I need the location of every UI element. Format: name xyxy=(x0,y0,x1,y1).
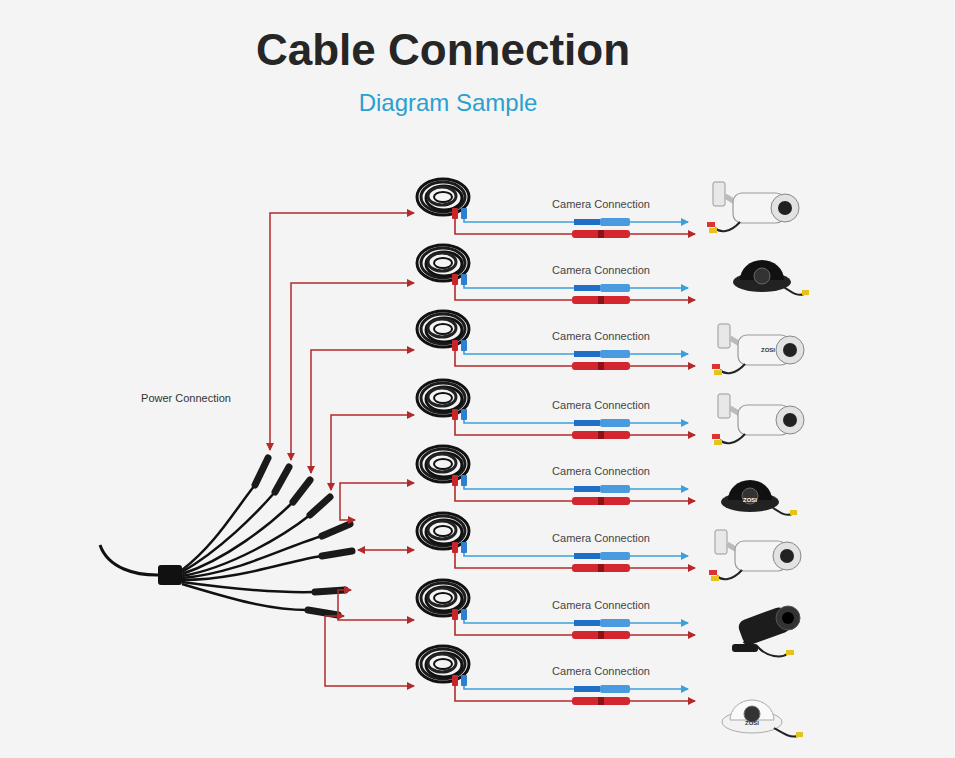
dc-plug xyxy=(322,524,350,536)
splitter-branch xyxy=(182,515,310,576)
connection-label: Camera Connection xyxy=(552,532,650,544)
splitter-branch xyxy=(182,584,308,610)
camera xyxy=(709,530,801,581)
brand-mark: ZOSI xyxy=(743,497,757,504)
cable-row xyxy=(417,245,695,304)
connection-label: Camera Connection xyxy=(552,198,650,210)
connection-label: Camera Connection xyxy=(552,264,650,276)
connection-label: Camera Connection xyxy=(552,465,650,477)
camera xyxy=(712,324,804,375)
camera xyxy=(712,394,804,445)
camera xyxy=(722,700,803,737)
power-arrow xyxy=(331,415,414,490)
brand-mark: ZOSI xyxy=(761,347,775,354)
splitter-branch xyxy=(182,492,275,572)
cable-row xyxy=(417,179,695,238)
section-label: Power Connection xyxy=(141,392,231,404)
dc-plug xyxy=(308,610,338,615)
camera xyxy=(732,605,800,656)
splitter-branches xyxy=(182,485,322,610)
subtitle: Diagram Sample xyxy=(359,90,538,116)
cable-row xyxy=(417,311,695,370)
diagram-title: Cable Connection xyxy=(256,26,630,74)
splitter-hub xyxy=(158,565,182,585)
connection-label: Camera Connection xyxy=(552,330,650,342)
cable-row xyxy=(417,646,695,705)
power-arrow xyxy=(340,483,414,520)
brand-mark: ZOSI xyxy=(745,720,759,727)
camera xyxy=(707,182,799,233)
dc-plug xyxy=(310,497,330,515)
dc-plug xyxy=(293,480,310,502)
camera xyxy=(721,480,797,515)
cable-row xyxy=(417,513,695,572)
connection-label: Camera Connection xyxy=(552,665,650,677)
power-arrow xyxy=(338,590,414,620)
power-arrow xyxy=(325,616,414,686)
power-arrow xyxy=(358,549,414,551)
power-arrow xyxy=(291,283,414,460)
connection-label: Camera Connection xyxy=(552,399,650,411)
connection-label: Camera Connection xyxy=(552,599,650,611)
dc-plug xyxy=(255,458,268,485)
camera xyxy=(733,260,809,295)
cable-row xyxy=(417,580,695,639)
splitter-input-cable xyxy=(100,545,162,575)
power-arrows xyxy=(270,213,414,686)
dc-plug xyxy=(322,551,352,556)
cable-row xyxy=(417,380,695,439)
power-arrow xyxy=(311,350,414,473)
splitter-branch xyxy=(182,556,322,580)
dc-plug xyxy=(275,467,289,492)
cable-row xyxy=(417,446,695,505)
